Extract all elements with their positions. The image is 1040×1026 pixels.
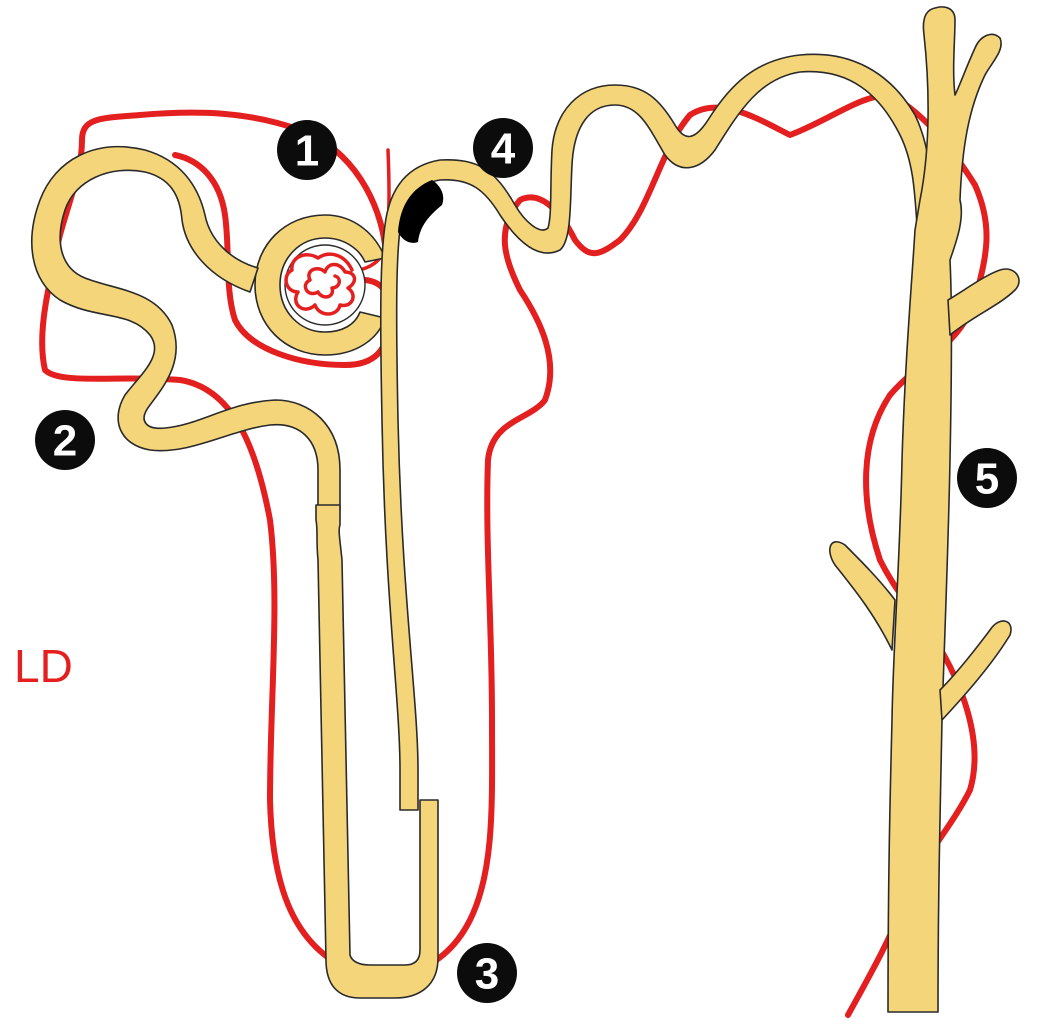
collecting-duct-branch-2 [830,542,895,650]
marker-3: 3 [457,943,517,1003]
marker-3-label: 3 [475,950,499,999]
corner-label-ld: LD [14,640,73,692]
marker-5: 5 [957,448,1017,508]
marker-4-label: 4 [491,125,516,174]
descending-limb [316,505,438,998]
marker-2: 2 [35,410,95,470]
marker-5-label: 5 [975,455,999,504]
marker-2-label: 2 [53,417,77,466]
marker-4: 4 [473,118,533,178]
collecting-duct-branch-1 [948,269,1019,335]
glomerulus [285,245,365,325]
marker-1-label: 1 [295,127,319,176]
marker-1: 1 [277,120,337,180]
collecting-duct [888,7,1001,1012]
